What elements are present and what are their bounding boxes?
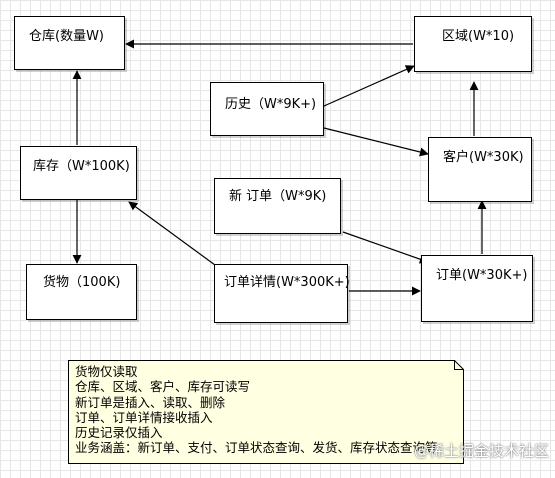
node-history[interactable]: 历史（W*9K+) [210, 82, 324, 136]
edge-detail-to-inventory [128, 201, 216, 266]
note-line: 历史记录仅插入 [75, 425, 163, 441]
note-line: 订单、订单详情接收插入 [75, 409, 213, 425]
watermark: @稀土掘金技术社区 [414, 442, 550, 460]
node-region-label: 区域(W*10) [442, 29, 515, 44]
node-new-order[interactable]: 新 订单（W*9K) [214, 178, 341, 234]
node-region[interactable]: 区域(W*10) [414, 16, 532, 72]
node-history-label: 历史（W*9K+) [225, 97, 317, 112]
note-box[interactable]: 货物仅读取 仓库、区域、客户、库存可读写 新订单是插入、读取、删除 订单、订单详… [68, 360, 464, 464]
node-order-label: 订单(W*30K+) [436, 268, 528, 283]
note-line: 货物仅读取 [75, 364, 138, 379]
note-line: 新订单是插入、读取、删除 [75, 394, 226, 410]
node-warehouse[interactable]: 仓库(数量W) [14, 16, 125, 70]
node-inventory[interactable]: 库存（W*100K) [20, 146, 137, 200]
note-shape [68, 360, 464, 464]
edge-history-to-customer [323, 127, 429, 157]
node-order[interactable]: 订单(W*30K+) [421, 255, 533, 322]
node-goods-label: 货物（100K) [43, 275, 121, 290]
node-warehouse-label: 仓库(数量W) [29, 29, 104, 44]
edge-neworder-to-order [342, 231, 429, 264]
node-goods[interactable]: 货物（100K) [26, 264, 137, 320]
node-inventory-label: 库存（W*100K) [33, 159, 130, 174]
node-customer-label: 客户(W*30K) [443, 150, 524, 165]
edge-history-to-region [323, 65, 415, 107]
node-customer[interactable]: 客户(W*30K) [428, 137, 532, 202]
node-order-detail-label: 订单详情(W*300K+) [224, 275, 350, 290]
note-text: 货物仅读取 仓库、区域、客户、库存可读写 新订单是插入、读取、删除 订单、订单详… [75, 364, 438, 456]
note-line: 业务涵盖：新订单、支付、订单状态查询、发货、库存状态查询等 [75, 440, 438, 456]
node-new-order-label: 新 订单（W*9K) [229, 189, 327, 204]
note-line: 仓库、区域、客户、库存可读写 [75, 379, 251, 395]
node-order-detail[interactable]: 订单详情(W*300K+) [214, 264, 350, 323]
